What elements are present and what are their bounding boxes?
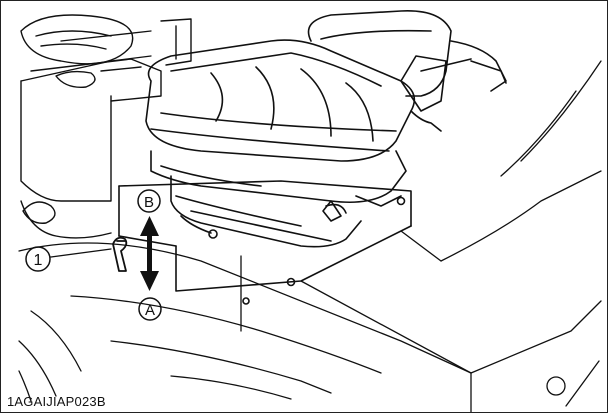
direction-arrow (140, 216, 159, 291)
callout-1-label: 1 (34, 252, 43, 269)
cab-floor (18, 30, 602, 412)
callout-b-label: B (144, 194, 154, 211)
callout-a: A (138, 297, 162, 321)
adjustment-lever (112, 236, 128, 272)
seat-cushion (145, 39, 416, 162)
callout-a-label: A (145, 302, 155, 319)
seat-base (118, 150, 412, 305)
left-console (20, 14, 192, 239)
seat-back (307, 10, 507, 132)
callout-b: B (137, 189, 161, 213)
callout-1: 1 (25, 246, 51, 272)
callout-1-leader (50, 248, 112, 258)
figure-code: 1AGAIJIAP023B (7, 394, 106, 409)
